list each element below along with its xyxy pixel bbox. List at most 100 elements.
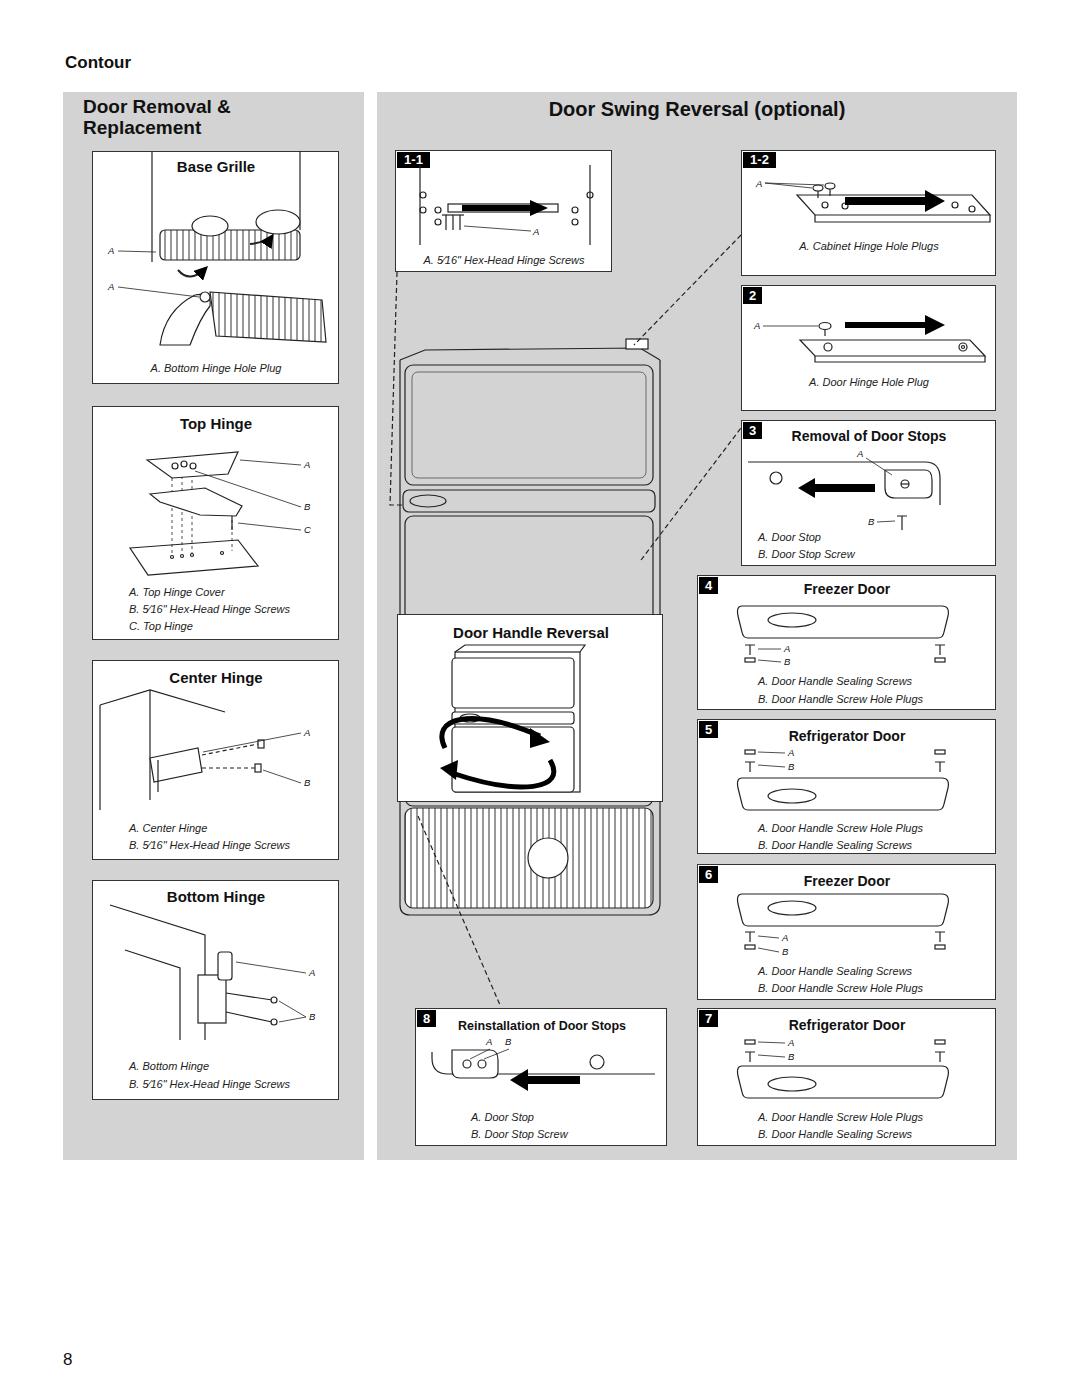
- step-art-part: [463, 1060, 471, 1068]
- callout-letter: B: [309, 1011, 315, 1022]
- step-art: [763, 315, 985, 362]
- step-art-part: [420, 192, 426, 198]
- step-art-part: [478, 1060, 486, 1068]
- heading: Refrigerator Door: [789, 728, 906, 745]
- handle-art-part: [768, 1077, 816, 1091]
- base-grille-art-part: [192, 216, 228, 236]
- bottom-hinge-art-part: [218, 952, 232, 980]
- step-box: Bottom HingeA. Bottom HingeB. 5⁄16" Hex-…: [92, 880, 339, 1100]
- caption: B. 5⁄16" Hex-Head Hinge Screws: [129, 1078, 290, 1091]
- step-number-text: 1-2: [743, 152, 776, 168]
- bottom-hinge-art-part: [125, 950, 180, 1040]
- refrigerator-part: [403, 490, 655, 512]
- base-grille-art-part: [250, 236, 272, 244]
- heading: Freezer Door: [804, 581, 890, 598]
- step-art-part: [822, 202, 828, 208]
- heading: Refrigerator Door: [789, 1017, 906, 1034]
- top-hinge-art-part: [171, 556, 174, 559]
- handle-art-part: [935, 750, 945, 754]
- top-hinge-art-part: [195, 471, 301, 507]
- handle-art-part: [745, 932, 945, 942]
- handle-art-part: [935, 658, 945, 662]
- handle-art-part: [758, 936, 779, 938]
- handle-reversal-art-part: [452, 760, 554, 787]
- handle-art-part: [758, 1042, 785, 1043]
- caption: A. Bottom Hinge: [129, 1060, 209, 1073]
- handle-art-part: [768, 789, 816, 803]
- caption: A. Door Hinge Hole Plug: [809, 376, 929, 389]
- center-hinge-art-part: [99, 705, 100, 810]
- handle-art: [738, 750, 949, 810]
- step-number-text: 6: [699, 866, 718, 883]
- handle-art-part: [745, 1052, 945, 1062]
- caption: A. 5⁄16" Hex-Head Hinge Screws: [423, 254, 584, 267]
- step-art-part: [815, 356, 985, 362]
- step-art-part: [842, 203, 848, 209]
- step-art-part: [901, 480, 909, 488]
- step-box: A. 5⁄16" Hex-Head Hinge Screws 1-1: [395, 150, 612, 272]
- step-art-part: [824, 343, 832, 351]
- step-number: 7: [699, 1010, 718, 1027]
- step-number-text: 3: [743, 422, 762, 439]
- callout-letter: A: [533, 226, 539, 237]
- step-art-part: [824, 326, 825, 336]
- handle-art: [738, 606, 949, 662]
- handle-reversal-art-part: [452, 712, 574, 724]
- center-hinge-art-part: [157, 760, 158, 792]
- center-hinge-art: [100, 690, 301, 810]
- handle-art-part: [758, 765, 785, 767]
- step-box: Freezer DoorA. Door Handle Sealing Screw…: [697, 575, 996, 710]
- step-box: Top HingeA. Top Hinge CoverB. 5⁄16" Hex-…: [92, 406, 339, 640]
- caption: A. Door Handle Screw Hole Plugs: [758, 1111, 923, 1124]
- handle-reversal-art-part: [442, 719, 540, 748]
- step-art-part: [572, 219, 578, 225]
- caption: A. Top Hinge Cover: [129, 586, 225, 599]
- handle-art-part: [738, 606, 949, 638]
- step-art-part: [770, 472, 782, 484]
- step-number: 1-1: [397, 152, 430, 168]
- bottom-hinge-art: [110, 905, 306, 1040]
- step-box: Base GrilleA. Bottom Hinge Hole Plug: [92, 151, 339, 384]
- callout-letter: A: [784, 643, 790, 654]
- caption: B. Door Stop Screw: [471, 1128, 568, 1141]
- callout-letter: B: [788, 1051, 794, 1062]
- bottom-hinge-art-part: [110, 905, 205, 1040]
- handle-reversal-art-part: [455, 652, 580, 792]
- callout-letter: A: [756, 178, 762, 189]
- top-hinge-art-part: [181, 555, 184, 558]
- refrigerator-part: [390, 272, 403, 505]
- handle-art-part: [745, 750, 755, 754]
- caption: B. Door Handle Sealing Screws: [758, 1128, 912, 1141]
- caption: B. Door Handle Sealing Screws: [758, 839, 912, 852]
- callout-letter: B: [788, 761, 794, 772]
- caption: B. 5⁄16" Hex-Head Hinge Screws: [129, 603, 290, 616]
- step-number: 8: [417, 1010, 436, 1027]
- step-art-part: [510, 1069, 580, 1091]
- callout-letter: A: [108, 281, 114, 292]
- center-hinge-art-part: [263, 770, 301, 783]
- step-art-part: [432, 1052, 655, 1074]
- callout-letter: B: [784, 656, 790, 667]
- bottom-hinge-art-part: [198, 975, 226, 1023]
- step-art-part: [442, 214, 464, 215]
- heading: Freezer Door: [804, 873, 890, 890]
- callout-letter: B: [304, 501, 310, 512]
- handle-reversal-art-part: [530, 728, 550, 748]
- caption: C. Top Hinge: [129, 620, 193, 633]
- step-art-part: [446, 215, 460, 230]
- step-number: 5: [699, 721, 718, 738]
- handle-art-part: [768, 901, 816, 915]
- callout-letter: A: [486, 1036, 492, 1047]
- handle-reversal-art-part: [440, 760, 458, 780]
- heading: Reinstallation of Door Stops: [458, 1019, 626, 1034]
- callout-letter: B: [304, 777, 310, 788]
- heading: Removal of Door Stops: [792, 428, 947, 445]
- handle-art-part: [738, 1066, 949, 1098]
- step-number: 6: [699, 866, 718, 883]
- step-number-text: 4: [699, 577, 718, 594]
- section-panel: Door Swing Reversal (optional)A. 5⁄16" H…: [377, 92, 1017, 1160]
- step-art-part: [959, 343, 967, 351]
- step-art-part: [969, 206, 975, 212]
- handle-reversal-art-part: [452, 727, 574, 792]
